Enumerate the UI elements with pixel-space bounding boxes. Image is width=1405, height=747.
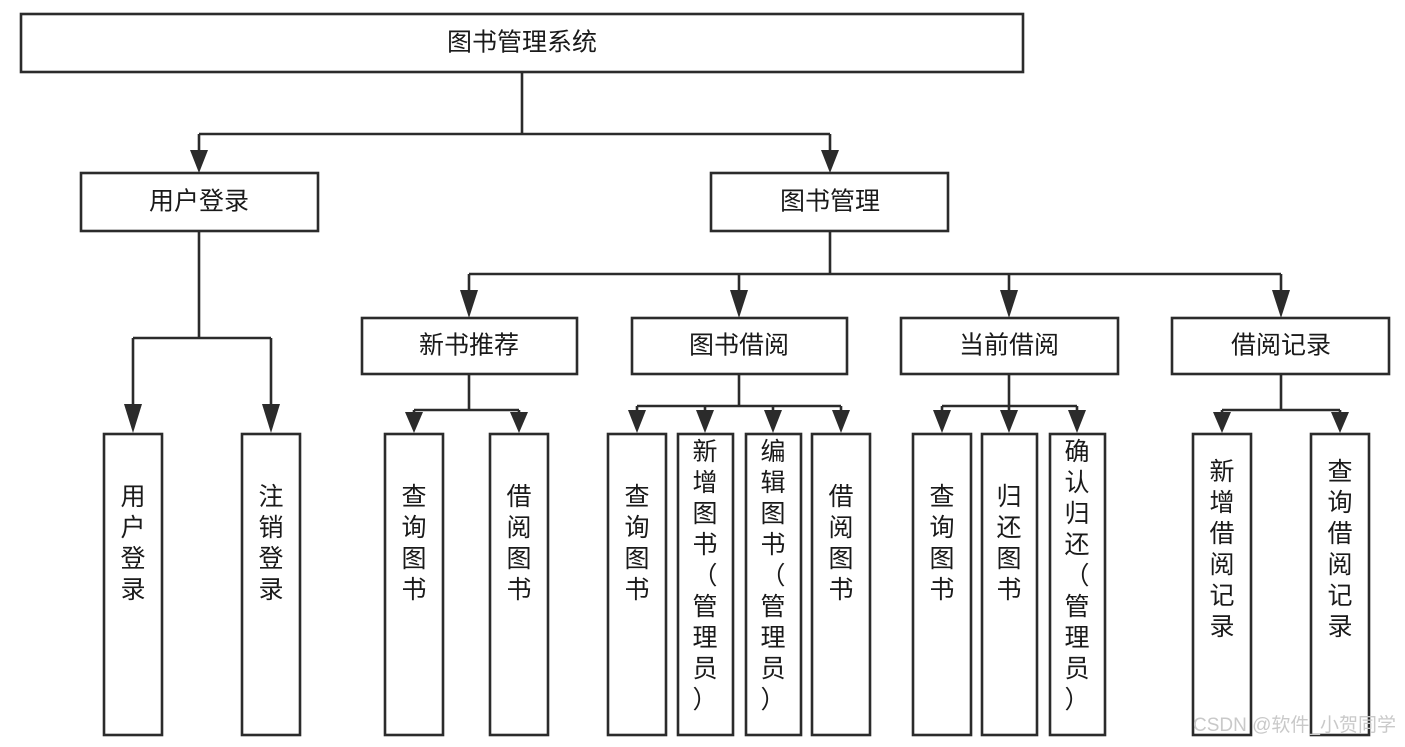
node-leaf-confirm-return[interactable]: 确认归还（管理员） [1048,432,1107,737]
node-leaf-query-book-2-label: 查询图书 [624,483,649,604]
node-leaf-query-book-2-box[interactable] [606,432,668,737]
arrow-head-leaf-query-book-2 [628,410,646,433]
node-borrow-record-label: 借阅记录 [1231,332,1331,360]
node-leaf-confirm-return-box[interactable] [1048,432,1107,737]
node-leaf-borrow-book-1-label: 借阅图书 [506,483,531,604]
arrow-head-borrow-record [1272,290,1290,318]
node-leaf-return-book-box[interactable] [980,432,1039,737]
node-leaf-add-book-box[interactable] [676,432,735,737]
connector-group [124,72,1349,433]
node-current-borrow-label: 当前借阅 [959,332,1059,360]
node-book-manage-label: 图书管理 [780,188,880,216]
node-leaf-query-book-3-label: 查询图书 [929,483,954,604]
node-leaf-query-record[interactable]: 查询借阅记录 [1309,432,1371,737]
node-leaf-return-book[interactable]: 归还图书 [980,432,1039,737]
node-leaf-query-book-1[interactable]: 查询图书 [383,432,445,737]
node-leaf-query-book-3-box[interactable] [911,432,973,737]
node-leaf-borrow-book-1-box[interactable] [488,432,550,737]
node-leaf-add-record-label: 新增借阅记录 [1209,458,1234,641]
node-leaf-confirm-return-label: 确认归还（管理员） [1064,438,1089,714]
arrow-head-book-borrow [730,290,748,318]
node-new-book-recommend-box[interactable] [360,316,579,376]
node-leaf-add-book[interactable]: 新增图书（管理员） [676,432,735,737]
node-leaf-user-login[interactable]: 用户登录 [102,432,164,737]
node-leaf-borrow-book-2-box[interactable] [810,432,872,737]
node-leaf-query-book-1-box[interactable] [383,432,445,737]
node-leaf-user-logout-label: 注销登录 [258,483,283,604]
node-user-login-box[interactable] [79,171,320,233]
arrow-head-leaf-query-book-1 [405,412,423,433]
node-book-borrow-box[interactable] [630,316,849,376]
csdn-watermark: CSDN @软件_小贺同学 [1193,714,1396,736]
arrow-head-leaf-confirm-return [1068,410,1086,433]
arrow-head-leaf-user-login [124,404,142,433]
arrow-head-leaf-borrow-book-1 [510,412,528,433]
arrow-head-leaf-query-book-3 [933,410,951,433]
node-leaf-borrow-book-2-label: 借阅图书 [828,483,853,604]
node-book-manage[interactable]: 图书管理 [709,171,950,233]
node-leaf-user-logout[interactable]: 注销登录 [240,432,302,737]
node-new-book-recommend-label: 新书推荐 [419,332,519,360]
node-book-borrow[interactable]: 图书借阅 [630,316,849,376]
node-leaf-borrow-book-1[interactable]: 借阅图书 [488,432,550,737]
node-leaf-borrow-book-2[interactable]: 借阅图书 [810,432,872,737]
node-leaf-query-record-label: 查询借阅记录 [1327,458,1352,641]
node-leaf-query-book-1-label: 查询图书 [401,483,426,604]
node-root-box[interactable] [19,12,1025,74]
arrow-head-current-borrow [1000,290,1018,318]
arrow-head-book-manage [821,150,839,173]
node-root-label: 图书管理系统 [447,29,597,57]
arrow-head-leaf-add-book [696,410,714,433]
node-leaf-edit-book-box[interactable] [744,432,803,737]
arrow-head-leaf-borrow-book-2 [832,410,850,433]
node-leaf-user-login-box[interactable] [102,432,164,737]
node-new-book-recommend[interactable]: 新书推荐 [360,316,579,376]
node-book-borrow-label: 图书借阅 [689,332,789,360]
node-current-borrow-box[interactable] [899,316,1120,376]
node-root[interactable]: 图书管理系统 [19,12,1025,74]
node-leaf-add-record[interactable]: 新增借阅记录 [1191,432,1253,737]
node-leaf-user-logout-box[interactable] [240,432,302,737]
arrow-head-new-book-recommend [460,290,478,318]
node-borrow-record[interactable]: 借阅记录 [1170,316,1391,376]
node-leaf-add-record-box[interactable] [1191,432,1253,737]
node-user-login[interactable]: 用户登录 [79,171,320,233]
arrow-head-leaf-add-record [1213,412,1231,433]
node-current-borrow[interactable]: 当前借阅 [899,316,1120,376]
node-book-manage-box[interactable] [709,171,950,233]
node-leaf-user-login-label: 用户登录 [120,483,145,604]
arrow-head-leaf-query-record [1331,412,1349,433]
arrow-head-leaf-user-logout [262,404,280,433]
node-leaf-query-book-2[interactable]: 查询图书 [606,432,668,737]
node-leaf-edit-book[interactable]: 编辑图书（管理员） [744,432,803,737]
node-user-login-label: 用户登录 [149,188,249,216]
node-leaf-query-book-3[interactable]: 查询图书 [911,432,973,737]
node-leaf-add-book-label: 新增图书（管理员） [692,438,717,714]
arrow-head-leaf-return-book [1000,410,1018,433]
node-leaf-edit-book-label: 编辑图书（管理员） [760,438,785,714]
node-leaf-return-book-label: 归还图书 [996,483,1021,604]
arrow-head-leaf-edit-book [764,410,782,433]
arrow-head-user-login [190,150,208,173]
node-borrow-record-box[interactable] [1170,316,1391,376]
node-leaf-query-record-box[interactable] [1309,432,1371,737]
